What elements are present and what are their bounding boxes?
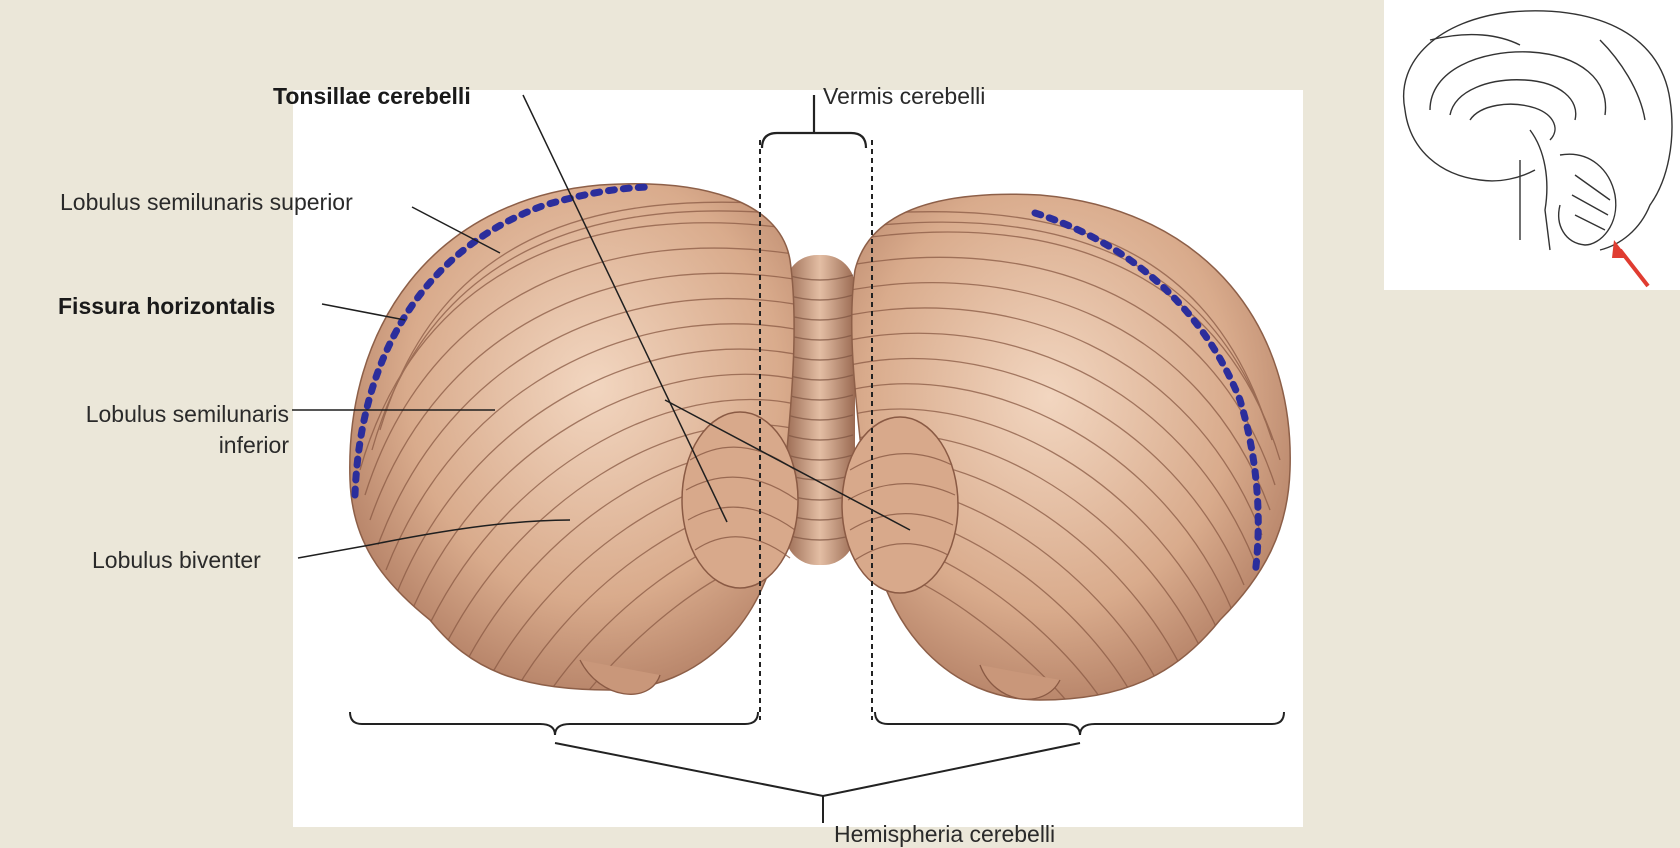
label-hemispheria-cerebelli: Hemispheria cerebelli [834,821,1056,847]
vermis-bracket [760,95,868,149]
label-fissura-horizontalis: Fissura horizontalis [58,293,276,319]
hemisphere-brackets [349,711,1285,823]
vermis-body [785,255,855,565]
left-tonsil [681,411,799,589]
label-lobulus-semilunaris-inferior: Lobulus semilunaris inferior [44,400,289,459]
brain-sagittal-locator-icon [1384,0,1680,290]
label-semilunaris-inferior-line2: inferior [218,432,289,458]
label-lobulus-semilunaris-superior: Lobulus semilunaris superior [60,189,353,215]
hemisphere-dividers [759,140,873,720]
label-tonsillae-cerebelli: Tonsillae cerebelli [273,83,471,109]
right-tonsil [841,416,959,594]
label-lobulus-biventer: Lobulus biventer [92,547,261,573]
label-semilunaris-inferior-line1: Lobulus semilunaris [85,401,289,427]
label-vermis-cerebelli: Vermis cerebelli [823,83,986,109]
leader-lines [292,94,911,559]
red-arrow-icon [1612,240,1650,288]
right-fissure-marker [1031,209,1262,579]
left-fissure-marker [351,183,652,499]
